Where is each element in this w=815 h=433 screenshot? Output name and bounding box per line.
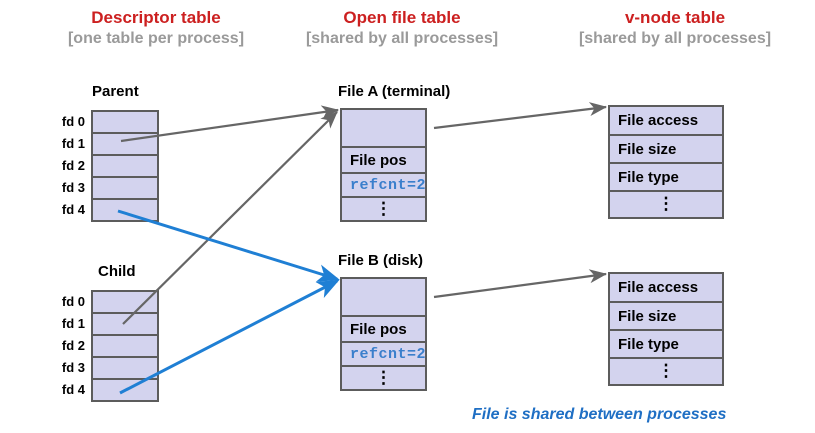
- file-a-table-caption: File A (terminal): [338, 83, 451, 100]
- arrow-file-a-to-vnode-top: [433, 102, 608, 130]
- parent-fd-0-cell[interactable]: [93, 112, 157, 134]
- parent-descriptor-table: [91, 110, 159, 222]
- file-b-row-refcnt[interactable]: refcnt=2: [342, 343, 425, 367]
- file-a-row-refcnt[interactable]: refcnt=2: [342, 174, 425, 198]
- parent-fd-2-cell[interactable]: [93, 156, 157, 178]
- child-fd-3-label: fd 3: [61, 360, 85, 375]
- vnode-table-top: File access File size File type ⋮: [608, 105, 724, 219]
- child-table-caption: Child: [98, 263, 136, 280]
- vnode-top-row-file-type[interactable]: File type: [610, 164, 722, 192]
- file-a-row-ellipsis: ⋮: [342, 198, 425, 220]
- child-fd-1-cell[interactable]: [93, 314, 157, 336]
- file-b-open-file-table: File pos refcnt=2 ⋮: [340, 277, 427, 391]
- parent-fd-4-label: fd 4: [61, 202, 85, 217]
- vnode-top-row-ellipsis: ⋮: [610, 192, 722, 217]
- column-subtitle: [one table per process]: [67, 29, 245, 47]
- column-subtitle: [shared by all processes]: [578, 29, 772, 47]
- vnode-bottom-row-file-type[interactable]: File type: [610, 331, 722, 359]
- vnode-bottom-row-file-size[interactable]: File size: [610, 303, 722, 331]
- column-subtitle: [shared by all processes]: [305, 29, 499, 47]
- parent-fd-3-label: fd 3: [61, 180, 85, 195]
- file-a-open-file-table: File pos refcnt=2 ⋮: [340, 108, 427, 222]
- child-fd-4-label: fd 4: [61, 382, 85, 397]
- vnode-bottom-row-ellipsis: ⋮: [610, 359, 722, 384]
- column-title: Descriptor table: [91, 8, 221, 27]
- parent-fd-1-label: fd 1: [61, 136, 85, 151]
- column-heading-descriptor-table: Descriptor table [one table per process]: [36, 8, 276, 48]
- file-b-row-ellipsis: ⋮: [342, 367, 425, 389]
- child-fd-3-cell[interactable]: [93, 358, 157, 380]
- parent-table-caption: Parent: [92, 83, 139, 100]
- child-fd-2-cell[interactable]: [93, 336, 157, 358]
- column-title: Open file table: [343, 8, 461, 27]
- child-fd-1-label: fd 1: [61, 316, 85, 331]
- child-fd-4-cell[interactable]: [93, 380, 157, 400]
- column-heading-open-file-table: Open file table [shared by all processes…: [272, 8, 532, 48]
- file-b-table-caption: File B (disk): [338, 252, 424, 269]
- file-a-row-file-pos[interactable]: File pos: [342, 148, 425, 174]
- parent-fd-3-cell[interactable]: [93, 178, 157, 200]
- vnode-table-bottom: File access File size File type ⋮: [608, 272, 724, 386]
- column-heading-vnode-table: v-node table [shared by all processes]: [545, 8, 805, 48]
- child-fd-2-label: fd 2: [61, 338, 85, 353]
- footnote-file-shared: File is shared between processes: [472, 406, 727, 423]
- parent-fd-0-label: fd 0: [61, 114, 85, 129]
- child-descriptor-table: [91, 290, 159, 402]
- vnode-top-row-file-access[interactable]: File access: [610, 107, 722, 136]
- parent-fd-4-cell[interactable]: [93, 200, 157, 220]
- child-fd-0-label: fd 0: [61, 294, 85, 309]
- file-b-row-blank[interactable]: [342, 279, 425, 317]
- file-b-row-file-pos[interactable]: File pos: [342, 317, 425, 343]
- parent-fd-1-cell[interactable]: [93, 134, 157, 156]
- arrow-file-b-to-vnode-bottom: [433, 269, 608, 299]
- vnode-bottom-row-file-access[interactable]: File access: [610, 274, 722, 303]
- column-title: v-node table: [624, 8, 726, 27]
- child-fd-0-cell[interactable]: [93, 292, 157, 314]
- vnode-top-row-file-size[interactable]: File size: [610, 136, 722, 164]
- parent-fd-2-label: fd 2: [61, 158, 85, 173]
- file-a-row-blank[interactable]: [342, 110, 425, 148]
